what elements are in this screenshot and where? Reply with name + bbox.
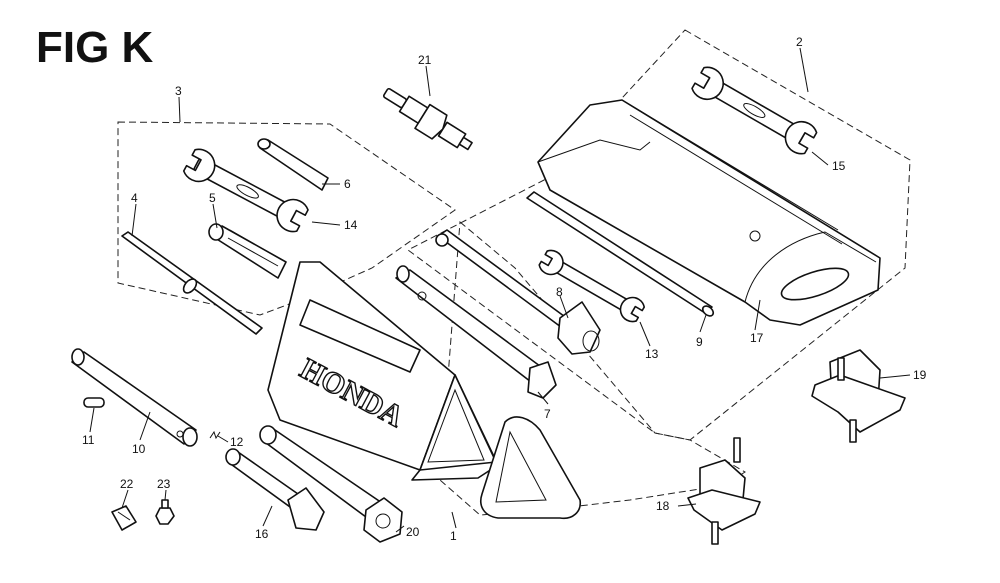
leader-lines — [89, 47, 911, 533]
open-end-wrench-15 — [691, 66, 818, 155]
callout-9: 9 — [696, 335, 703, 349]
handle-rod-9 — [526, 191, 715, 317]
callout-3: 3 — [175, 84, 182, 98]
rubber-mount-18 — [687, 437, 761, 545]
clip-12 — [209, 430, 221, 440]
pin-11 — [83, 397, 105, 408]
open-end-wrench-14 — [182, 148, 309, 233]
callout-7: 7 — [544, 407, 551, 421]
rubber-mount-19 — [811, 349, 906, 443]
callout-11: 11 — [82, 433, 95, 447]
nut-clip-22 — [111, 505, 137, 531]
tube-16 — [225, 448, 325, 531]
callout-1: 1 — [450, 529, 457, 543]
tool-bag-group-outline — [407, 29, 911, 441]
callout-14: 14 — [344, 218, 358, 232]
tube-handle-10 — [71, 348, 198, 447]
callout-10: 10 — [132, 442, 146, 456]
box-wrench-7 — [395, 265, 557, 399]
tool-set-group-outline — [117, 121, 456, 316]
callout-13: 13 — [645, 347, 659, 361]
callout-6: 6 — [344, 177, 351, 191]
callout-19: 19 — [913, 368, 927, 382]
callout-8: 8 — [556, 285, 563, 299]
callout-21: 21 — [418, 53, 432, 67]
open-end-wrench-13 — [538, 249, 646, 323]
triangle-case-1: HONDA — [267, 261, 499, 481]
callout-2: 2 — [796, 35, 803, 49]
triangle-lid — [480, 416, 582, 520]
bolt-23 — [155, 499, 175, 525]
callout-17: 17 — [750, 331, 764, 345]
callout-15: 15 — [832, 159, 846, 173]
screwdriver-grip-5 — [208, 223, 287, 279]
callout-20: 20 — [406, 525, 420, 539]
spark-plug-21 — [382, 87, 473, 151]
callout-12: 12 — [230, 435, 244, 449]
tool-bag — [537, 99, 881, 326]
honda-wing-emblem — [780, 267, 850, 301]
callout-16: 16 — [255, 527, 269, 541]
callout-5: 5 — [209, 191, 216, 205]
callout-18: 18 — [656, 499, 670, 513]
callout-4: 4 — [131, 191, 138, 205]
callout-22: 22 — [120, 477, 134, 491]
socket-wrench-8 — [435, 229, 601, 355]
screwdriver-blade-6 — [257, 138, 329, 191]
callout-23: 23 — [157, 477, 171, 491]
screwdriver-shaft-4 — [121, 231, 263, 335]
box-wrench-20 — [259, 425, 403, 543]
figure-title: FIG K — [36, 23, 154, 72]
